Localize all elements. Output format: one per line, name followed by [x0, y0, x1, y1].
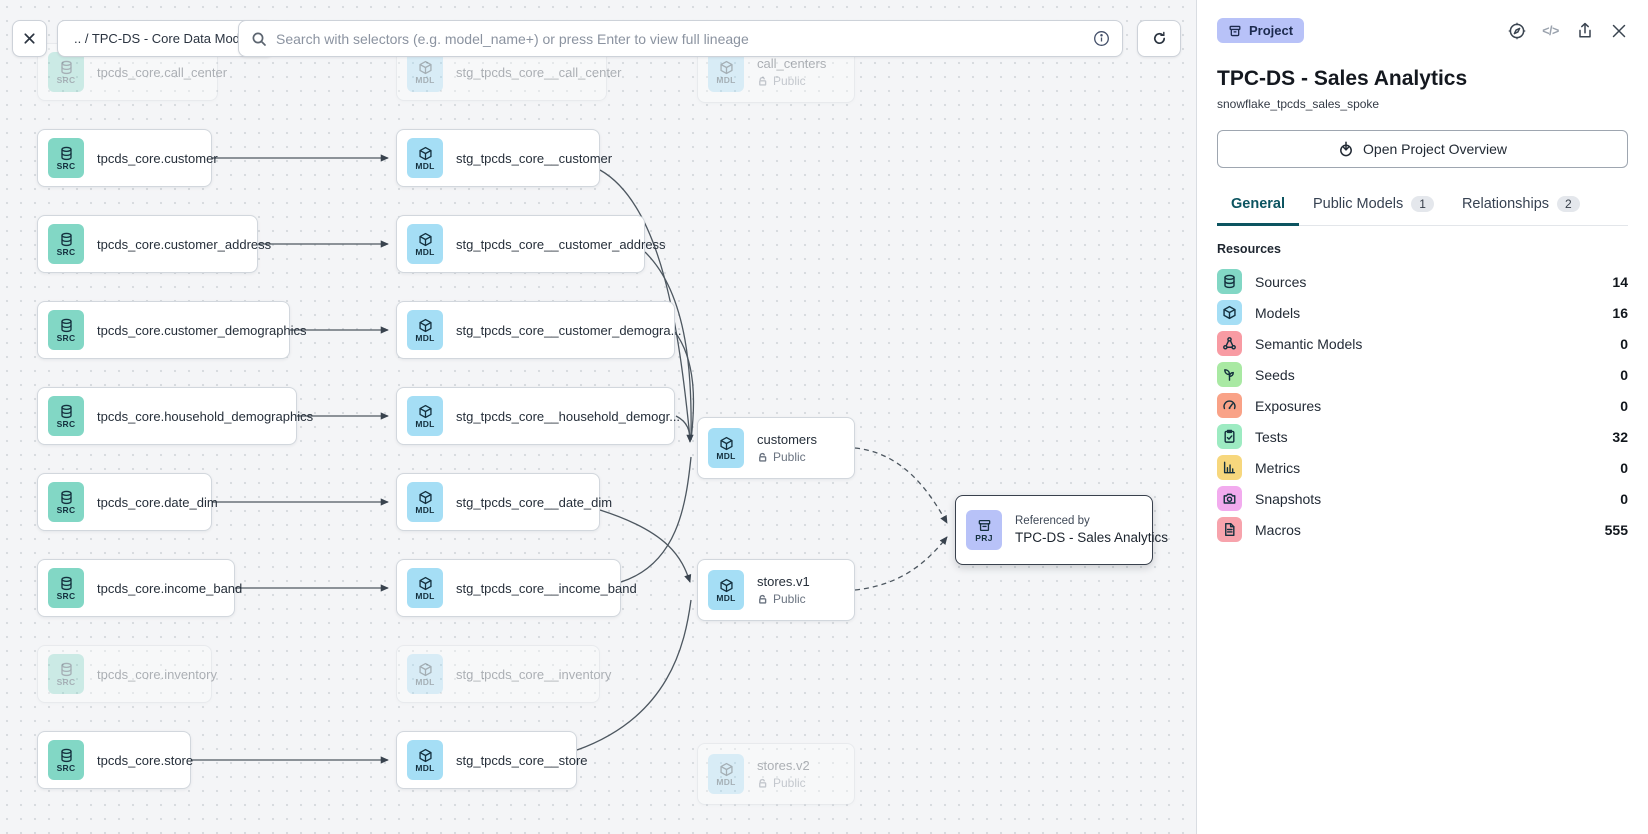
project-icon: [1229, 25, 1241, 36]
resource-row-semantic-models[interactable]: Semantic Models 0: [1217, 328, 1628, 359]
source-badge: SRC: [48, 310, 84, 350]
project-badge: PRJ: [966, 510, 1002, 550]
model-badge: MDL: [407, 310, 443, 350]
model-badge: MDL: [407, 138, 443, 178]
model-badge: MDL: [708, 570, 744, 610]
resource-row-exposures[interactable]: Exposures 0: [1217, 390, 1628, 421]
model-badge: MDL: [407, 52, 443, 92]
model-badge: MDL: [407, 740, 443, 780]
close-lineage-button[interactable]: [12, 20, 47, 57]
node-src-income-band[interactable]: SRC tpcds_core.income_band: [37, 559, 242, 617]
resources-list: Sources 14 Models 16 Semantic Models 0 S…: [1217, 266, 1628, 545]
tab-general[interactable]: General: [1217, 188, 1299, 226]
open-project-overview-button[interactable]: Open Project Overview: [1217, 130, 1628, 168]
node-mdl-customer-demographics[interactable]: MDL stg_tpcds_core__customer_demogra...: [396, 301, 681, 359]
node-project-referenced-by[interactable]: PRJ Referenced by TPC-DS - Sales Analyti…: [955, 495, 1168, 565]
node-mdl-store[interactable]: MDL stg_tpcds_core__store: [396, 731, 588, 789]
info-icon[interactable]: [1093, 30, 1110, 47]
explore-compass-icon[interactable]: [1507, 21, 1526, 40]
model-badge: MDL: [407, 654, 443, 694]
lineage-search: [238, 20, 1123, 57]
node-mdl-date-dim[interactable]: MDL stg_tpcds_core__date_dim: [396, 473, 612, 531]
close-icon: [24, 33, 35, 44]
lock-open-icon: [759, 452, 767, 462]
tab-count-badge: 1: [1411, 196, 1434, 212]
seeds-icon: [1217, 362, 1242, 387]
node-pub-customers[interactable]: MDL customers Public: [697, 417, 855, 479]
node-src-customer[interactable]: SRC tpcds_core.customer: [37, 129, 218, 187]
model-badge: MDL: [407, 224, 443, 264]
node-src-inventory[interactable]: SRC tpcds_core.inventory: [37, 645, 217, 703]
metrics-icon: [1217, 455, 1242, 480]
source-badge: SRC: [48, 740, 84, 780]
view-code-icon[interactable]: </>: [1542, 23, 1559, 38]
resource-row-sources[interactable]: Sources 14: [1217, 266, 1628, 297]
page-title: TPC-DS - Sales Analytics: [1217, 67, 1468, 90]
snapshots-icon: [1217, 486, 1242, 511]
lineage-canvas[interactable]: SRC tpcds_core.call_center MDL stg_tpcds…: [0, 0, 1196, 834]
model-badge: MDL: [708, 428, 744, 468]
lock-open-icon: [759, 778, 767, 788]
resource-row-snapshots[interactable]: Snapshots 0: [1217, 483, 1628, 514]
breadcrumb[interactable]: .. / TPC-DS - Core Data Models: [57, 20, 274, 57]
node-mdl-customer[interactable]: MDL stg_tpcds_core__customer: [396, 129, 612, 187]
referenced-project-name: TPC-DS - Sales Analytics: [1015, 530, 1169, 545]
model-badge: MDL: [708, 52, 744, 92]
node-mdl-household-demographics[interactable]: MDL stg_tpcds_core__household_demogr...: [396, 387, 680, 445]
node-src-customer-address[interactable]: SRC tpcds_core.customer_address: [37, 215, 271, 273]
source-badge: SRC: [48, 138, 84, 178]
resource-row-metrics[interactable]: Metrics 0: [1217, 452, 1628, 483]
project-details-panel: Project </> TPC-DS - Sales Analytics sno…: [1196, 0, 1648, 834]
model-badge: MDL: [407, 482, 443, 522]
tab-count-badge: 2: [1557, 196, 1580, 212]
model-badge: MDL: [708, 754, 744, 794]
semantic-models-icon: [1217, 331, 1242, 356]
source-badge: SRC: [48, 224, 84, 264]
open-overview-icon: [1340, 141, 1352, 157]
tests-icon: [1217, 424, 1242, 449]
model-badge: MDL: [407, 568, 443, 608]
node-src-customer-demographics[interactable]: SRC tpcds_core.customer_demographics: [37, 301, 307, 359]
node-src-household-demographics[interactable]: SRC tpcds_core.household_demographics: [37, 387, 313, 445]
models-icon: [1217, 300, 1242, 325]
source-badge: SRC: [48, 654, 84, 694]
resource-row-models[interactable]: Models 16: [1217, 297, 1628, 328]
node-src-store[interactable]: SRC tpcds_core.store: [37, 731, 193, 789]
share-icon[interactable]: [1575, 21, 1594, 40]
resource-row-tests[interactable]: Tests 32: [1217, 421, 1628, 452]
resources-heading: Resources: [1217, 242, 1281, 256]
refresh-lineage-button[interactable]: [1137, 20, 1181, 57]
source-badge: SRC: [48, 396, 84, 436]
search-icon: [252, 32, 266, 46]
resource-row-macros[interactable]: Macros 555: [1217, 514, 1628, 545]
model-badge: MDL: [407, 396, 443, 436]
resource-row-seeds[interactable]: Seeds 0: [1217, 359, 1628, 390]
resource-type-badge: Project: [1217, 18, 1305, 43]
referenced-by-label: Referenced by: [1015, 515, 1090, 527]
node-src-date-dim[interactable]: SRC tpcds_core.date_dim: [37, 473, 218, 531]
search-input[interactable]: [276, 30, 1082, 47]
lock-open-icon: [759, 594, 767, 604]
lock-open-icon: [759, 76, 767, 86]
node-mdl-income-band[interactable]: MDL stg_tpcds_core__income_band: [396, 559, 637, 617]
source-badge: SRC: [48, 482, 84, 522]
exposures-icon: [1217, 393, 1242, 418]
node-mdl-inventory[interactable]: MDL stg_tpcds_core__inventory: [396, 645, 611, 703]
node-pub-stores-v2[interactable]: MDL stores.v2 Public: [697, 743, 855, 805]
node-mdl-customer-address[interactable]: MDL stg_tpcds_core__customer_address: [396, 215, 666, 273]
source-badge: SRC: [48, 568, 84, 608]
refresh-icon: [1153, 31, 1165, 44]
sources-icon: [1217, 269, 1242, 294]
close-panel-icon[interactable]: [1609, 21, 1628, 40]
project-schema-subtitle: snowflake_tpcds_sales_spoke: [1217, 97, 1380, 111]
source-badge: SRC: [48, 52, 84, 92]
node-pub-stores-v1[interactable]: MDL stores.v1 Public: [697, 559, 855, 621]
macros-icon: [1217, 517, 1242, 542]
